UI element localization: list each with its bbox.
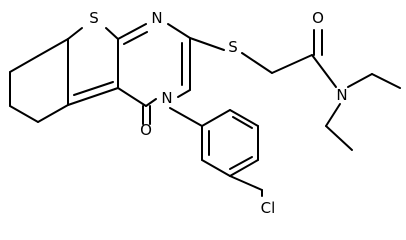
bond — [67, 87, 119, 106]
bond — [229, 109, 259, 127]
bond — [201, 159, 231, 177]
atom-label-cl: Cl — [261, 199, 276, 217]
bond — [117, 87, 147, 107]
bond — [229, 156, 253, 170]
bond — [67, 27, 83, 40]
atom-label-s-thioether: S — [228, 38, 238, 56]
atom-label-o-amide: O — [312, 9, 324, 27]
bond — [232, 116, 253, 129]
atom-label-o-ring: O — [140, 121, 152, 139]
bond — [145, 98, 157, 107]
bond — [9, 105, 39, 123]
bond — [169, 107, 203, 127]
atom-label-s-thiophene: S — [89, 9, 99, 27]
atom-label-n-ring: N — [161, 89, 172, 107]
bond — [325, 125, 353, 151]
bond — [37, 104, 69, 123]
bond — [167, 23, 191, 39]
bond — [271, 54, 313, 74]
bond — [371, 73, 401, 89]
bond — [123, 31, 148, 45]
bond — [311, 54, 337, 88]
bond — [201, 109, 231, 127]
bond — [177, 89, 191, 98]
molecule-structure: S N S O N O N Cl — [9, 9, 401, 217]
bond — [325, 103, 341, 127]
atom-label-n-amide: N — [336, 86, 347, 104]
atom-labels: S N S O N O N Cl — [89, 9, 347, 217]
bond — [189, 37, 225, 51]
bonds — [9, 23, 401, 197]
bond — [73, 81, 114, 96]
bond — [229, 175, 263, 191]
atom-label-n-ring-top: N — [151, 9, 162, 27]
bond — [117, 23, 147, 40]
bond — [347, 73, 373, 88]
bond — [105, 27, 119, 40]
bond — [9, 55, 39, 73]
bond — [241, 52, 273, 74]
bond — [229, 159, 259, 177]
bond — [37, 38, 69, 57]
